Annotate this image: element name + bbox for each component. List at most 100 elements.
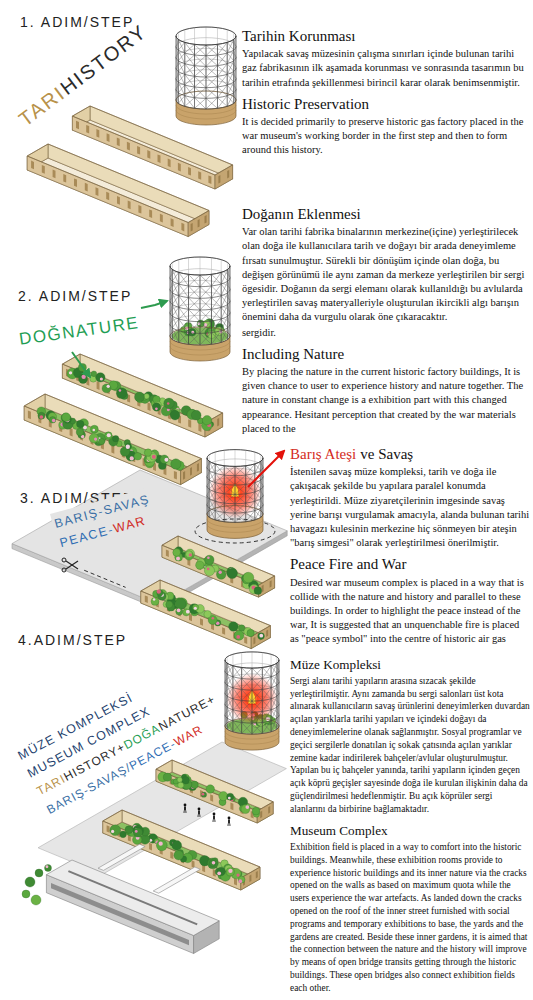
lattice-brace: [246, 494, 255, 502]
lattice-brace: [178, 50, 185, 64]
lattice-brace: [211, 309, 221, 319]
lattice-brace: [261, 461, 263, 467]
window: [117, 138, 120, 147]
outer-wall: [181, 459, 202, 485]
lattice-brace: [195, 66, 206, 76]
lattice-brace: [228, 269, 230, 277]
flower: [107, 385, 110, 388]
lattice-brace: [261, 508, 263, 514]
plant: [31, 895, 41, 905]
flower: [155, 408, 158, 411]
text-line: Desired war museum complex is placed in …: [290, 575, 530, 646]
lattice-brace: [255, 489, 261, 501]
text-line: Yapılacak savaş müzesinin çalışma sınırl…: [242, 46, 530, 89]
window: [107, 825, 110, 833]
lattice-brace: [262, 699, 271, 712]
window: [97, 381, 100, 390]
flower: [219, 571, 222, 574]
lattice-brace: [224, 484, 235, 494]
lattice-brace: [179, 284, 189, 298]
lattice-ring: [170, 301, 230, 310]
window: [268, 806, 270, 814]
lattice-brace: [227, 696, 233, 710]
lattice-brace: [246, 501, 255, 512]
person-body: [198, 811, 200, 815]
plant: [99, 438, 105, 444]
lattice-brace: [211, 274, 221, 284]
lattice-brace: [271, 677, 277, 685]
lattice-brace: [200, 310, 211, 321]
text-line: DOĞNATURE: [18, 313, 141, 350]
lattice-brace: [227, 85, 234, 93]
lattice-brace: [200, 321, 211, 333]
lattice-brace: [209, 499, 215, 511]
plant: [173, 549, 181, 557]
lattice-brace: [178, 61, 185, 75]
lattice-ring: [176, 68, 236, 77]
lattice-brace: [227, 96, 234, 104]
text-column: Barış Ateşive Savaşİstenilen savaş müze …: [290, 444, 530, 646]
lattice-brace: [185, 64, 195, 77]
lattice-brace: [271, 674, 277, 688]
step-label: HISTORY: [56, 20, 151, 99]
wall-top: [24, 394, 201, 471]
lattice-brace: [242, 711, 252, 723]
text-line: TARIHISTORY: [14, 19, 152, 131]
lattice-brace: [277, 715, 279, 729]
lattice-brace: [255, 464, 261, 471]
lattice-brace: [221, 284, 228, 293]
heading: Including Nature: [242, 346, 344, 362]
flower: [212, 617, 215, 620]
wall-top: [27, 144, 209, 223]
person-leg: [213, 820, 214, 823]
window: [188, 167, 191, 176]
lattice-brace: [200, 333, 211, 344]
flower: [152, 455, 156, 459]
lattice-brace: [252, 722, 262, 734]
flower: [94, 438, 97, 441]
pointer-arrow: [248, 451, 284, 487]
lattice-brace: [235, 513, 246, 522]
window: [230, 803, 233, 811]
lattice-ring: [176, 100, 236, 109]
flower: [135, 830, 138, 833]
lattice-brace: [170, 324, 172, 339]
window: [249, 875, 251, 883]
lattice-brace: [252, 712, 262, 722]
lattice-brace: [234, 71, 236, 78]
text-line: sergidir.: [242, 325, 530, 339]
open-bridges: [98, 844, 200, 893]
lattice-brace: [224, 475, 235, 485]
lattice-brace: [228, 281, 230, 289]
lattice-brace: [262, 688, 271, 701]
plant: [163, 773, 171, 781]
lattice-brace: [206, 98, 217, 109]
window: [234, 878, 237, 886]
lattice-brace: [200, 322, 211, 333]
plant: [38, 412, 45, 419]
lattice-brace: [228, 304, 230, 312]
gas-holder: [207, 450, 263, 539]
lattice-brace: [235, 494, 246, 503]
scissors-handle: [62, 568, 66, 572]
text-column: Müze KompleksiSergi alanı tarihi yapılar…: [290, 654, 530, 994]
brick-course: [170, 346, 230, 355]
lattice-brace: [217, 44, 227, 53]
window: [147, 150, 150, 159]
plant: [183, 609, 190, 616]
lattice-brace: [200, 287, 211, 298]
lattice-brace: [176, 89, 178, 103]
step-label: 4.ADIM/STEP: [18, 632, 127, 648]
window: [198, 219, 200, 228]
lattice-brace: [224, 494, 235, 503]
lattice-brace: [206, 98, 217, 108]
flower: [159, 842, 163, 846]
plant: [204, 566, 214, 576]
lattice-brace: [221, 316, 228, 331]
lattice-brace: [271, 696, 277, 710]
text-line: Museum Complex: [290, 820, 530, 839]
scissors-icon: [62, 558, 78, 572]
lattice-brace: [227, 42, 234, 50]
plant: [110, 825, 121, 836]
